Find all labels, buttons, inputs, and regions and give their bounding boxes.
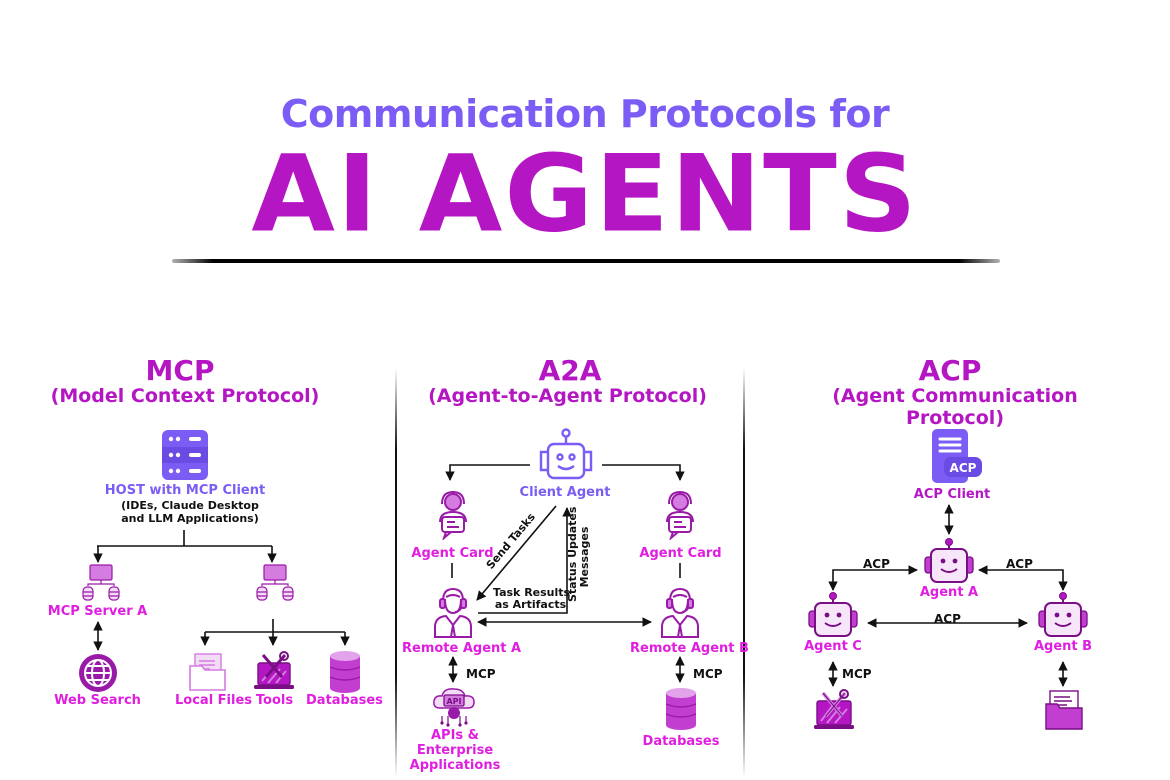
- mcp-web-search-label: Web Search: [54, 693, 141, 708]
- a2a-arrow-card-right: [602, 464, 685, 481]
- acp-agent-b-robot-icon: [1038, 592, 1088, 637]
- a2a-task-results-label: Task Results as Artifacts: [493, 586, 571, 611]
- a2a-arrow-send-tasks: [476, 505, 557, 601]
- a2a-databases-label: Databases: [642, 734, 720, 749]
- mcp-local-files-label: Local Files: [175, 693, 253, 708]
- a2a-apis-line-3: Applications: [409, 758, 501, 773]
- globe-icon: [79, 654, 117, 692]
- section-divider-right: [743, 368, 745, 778]
- a2a-remote-agent-a-label: Remote Agent A: [402, 641, 522, 656]
- server-rack-icon: [162, 430, 208, 480]
- a2a-agent-card-left-label: Agent Card: [411, 546, 494, 561]
- remote-agent-person-icon: [434, 587, 472, 638]
- a2a-subtitle: (Agent-to-Agent Protocol): [428, 385, 707, 407]
- mcp-title: MCP: [145, 354, 215, 387]
- a2a-mcp-right-label: MCP: [693, 667, 723, 681]
- database-icon: [329, 651, 361, 693]
- acp-left-edge-label: ACP: [863, 557, 890, 571]
- mcp-databases-label: Databases: [306, 693, 383, 708]
- a2a-task-results-line-2: as Artifacts: [494, 598, 567, 611]
- acp-arrow-right: [978, 565, 1068, 591]
- agent-card-support-icon-right: [666, 490, 694, 540]
- acp-agent-c-label: Agent C: [804, 639, 862, 654]
- acp-subtitle: (Agent Communication Protocol): [832, 385, 1078, 429]
- a2a-title: A2A: [538, 354, 602, 387]
- acp-tools-laptop-icon: [814, 689, 854, 729]
- a2a-mcp-left-label: MCP: [466, 667, 496, 681]
- acp-arrow-left: [828, 565, 918, 591]
- acp-client-document-icon: ACP: [932, 429, 982, 483]
- acp-right-edge-label: ACP: [1006, 557, 1033, 571]
- acp-client-label: ACP Client: [913, 487, 991, 502]
- network-server-icon-b: [256, 564, 294, 601]
- folder-icon: [189, 653, 226, 691]
- acp-agent-a-robot-icon: [924, 538, 974, 583]
- header-title: AI AGENTS: [251, 133, 919, 256]
- acp-client-badge-text: ACP: [950, 461, 977, 475]
- a2a-status-updates-label: Status Updates Messages: [566, 507, 591, 602]
- acp-title: ACP: [918, 354, 982, 387]
- acp-mcp-label: MCP: [842, 667, 872, 681]
- mcp-host-desc-1: (IDEs, Claude Desktop: [121, 499, 259, 512]
- section-divider-left: [395, 368, 397, 778]
- mcp-host-label: HOST with MCP Client: [104, 483, 266, 498]
- a2a-client-agent-label: Client Agent: [519, 485, 611, 500]
- acp-middle-edge-label: ACP: [934, 612, 961, 626]
- mcp-subtitle: (Model Context Protocol): [50, 385, 320, 407]
- a2a-remote-agent-b-label: Remote Agent B: [630, 641, 749, 656]
- a2a-arrow-status-updates: [478, 507, 572, 614]
- acp-agent-c-robot-icon: [808, 592, 858, 637]
- remote-agent-person-icon-b: [661, 587, 699, 638]
- a2a-apis-line-2: Enterprise: [416, 743, 494, 758]
- mcp-tools-label: Tools: [255, 693, 294, 708]
- mcp-host-desc-2: and LLM Applications): [121, 512, 259, 525]
- a2a-database-icon: [665, 688, 697, 730]
- a2a-status-updates-line-2: Messages: [578, 526, 591, 588]
- header-divider: [172, 259, 1000, 263]
- tools-laptop-icon: [254, 651, 294, 689]
- acp-folder-icon: [1045, 690, 1083, 730]
- mcp-server-a-label: MCP Server A: [47, 604, 148, 619]
- agent-card-support-icon: [439, 490, 467, 540]
- a2a-agent-card-right-label: Agent Card: [639, 546, 722, 561]
- network-server-icon: [82, 564, 120, 601]
- header-subtitle: Communication Protocols for: [280, 92, 890, 136]
- acp-agent-a-label: Agent A: [919, 585, 979, 600]
- a2a-apis-line-1: APIs &: [430, 728, 480, 743]
- api-badge-text: API: [446, 697, 461, 706]
- acp-agent-b-label: Agent B: [1033, 639, 1093, 654]
- client-agent-robot-icon: [539, 428, 593, 480]
- a2a-arrow-card-left: [445, 464, 530, 481]
- a2a-task-results-line-1: Task Results: [493, 586, 571, 599]
- a2a-apis-label: APIs & Enterprise Applications: [405, 728, 505, 773]
- api-cloud-icon: API: [433, 688, 475, 727]
